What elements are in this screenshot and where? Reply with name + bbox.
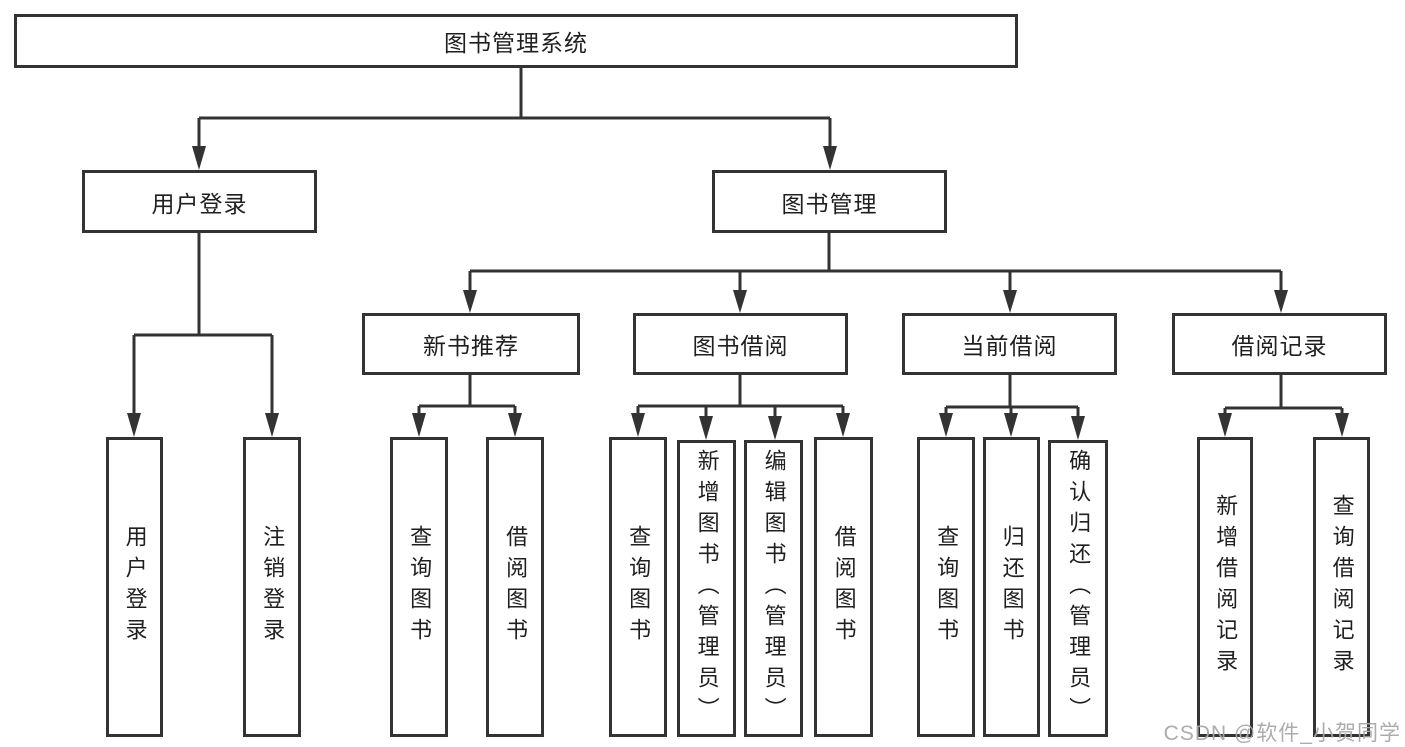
node-book-management: 图书管理 bbox=[712, 170, 947, 233]
leaf-bb-borrow-book-label: 借阅图书 bbox=[831, 525, 857, 649]
leaf-nb-query-book: 查询图书 bbox=[390, 437, 448, 737]
leaf-cb-return-book: 归还图书 bbox=[983, 437, 1040, 737]
leaf-cb-confirm-return-admin-label: 确认归还（管理员） bbox=[1066, 449, 1092, 728]
leaf-nb-query-book-label: 查询图书 bbox=[407, 525, 433, 649]
node-root-label: 图书管理系统 bbox=[444, 30, 588, 56]
leaf-bb-edit-book-admin: 编辑图书（管理员） bbox=[744, 440, 803, 737]
leaf-user-login: 用户登录 bbox=[106, 437, 163, 737]
leaf-bb-query-book: 查询图书 bbox=[609, 437, 667, 737]
node-borrow-record: 借阅记录 bbox=[1172, 313, 1387, 375]
node-borrow-record-label: 借阅记录 bbox=[1231, 333, 1328, 359]
leaf-bb-add-book-admin: 新增图书（管理员） bbox=[677, 440, 736, 737]
leaf-bb-add-book-admin-label: 新增图书（管理员） bbox=[694, 449, 720, 728]
leaf-logout: 注销登录 bbox=[243, 437, 301, 737]
leaf-bb-borrow-book: 借阅图书 bbox=[814, 437, 873, 737]
leaf-nb-borrow-book-label: 借阅图书 bbox=[503, 525, 529, 649]
csdn-watermark: CSDN @软件_小贺同学 bbox=[1163, 722, 1401, 745]
leaf-bb-edit-book-admin-label: 编辑图书（管理员） bbox=[761, 449, 787, 728]
leaf-nb-borrow-book: 借阅图书 bbox=[486, 437, 544, 737]
node-book-borrow-label: 图书借阅 bbox=[692, 333, 789, 359]
node-current-borrow-label: 当前借阅 bbox=[961, 333, 1058, 359]
leaf-br-query-record-label: 查询借阅记录 bbox=[1329, 494, 1355, 680]
node-current-borrow: 当前借阅 bbox=[902, 313, 1117, 375]
leaf-br-add-record-label: 新增借阅记录 bbox=[1213, 494, 1239, 680]
leaf-cb-return-book-label: 归还图书 bbox=[999, 525, 1025, 649]
node-root-system: 图书管理系统 bbox=[14, 14, 1018, 68]
leaf-logout-label: 注销登录 bbox=[260, 525, 286, 649]
leaf-br-add-record: 新增借阅记录 bbox=[1197, 437, 1253, 737]
node-user-login: 用户登录 bbox=[82, 170, 317, 233]
node-new-book-recommend-label: 新书推荐 bbox=[423, 333, 519, 359]
leaf-user-login-label: 用户登录 bbox=[122, 525, 148, 649]
leaf-cb-confirm-return-admin: 确认归还（管理员） bbox=[1048, 440, 1108, 737]
node-new-book-recommend: 新书推荐 bbox=[362, 313, 580, 375]
node-book-borrow: 图书借阅 bbox=[633, 313, 848, 375]
leaf-cb-query-book-label: 查询图书 bbox=[934, 525, 960, 649]
node-user-login-label: 用户登录 bbox=[151, 190, 248, 217]
leaf-cb-query-book: 查询图书 bbox=[917, 437, 975, 737]
leaf-br-query-record: 查询借阅记录 bbox=[1313, 437, 1370, 737]
leaf-bb-query-book-label: 查询图书 bbox=[626, 525, 652, 649]
node-book-management-label: 图书管理 bbox=[781, 190, 878, 217]
